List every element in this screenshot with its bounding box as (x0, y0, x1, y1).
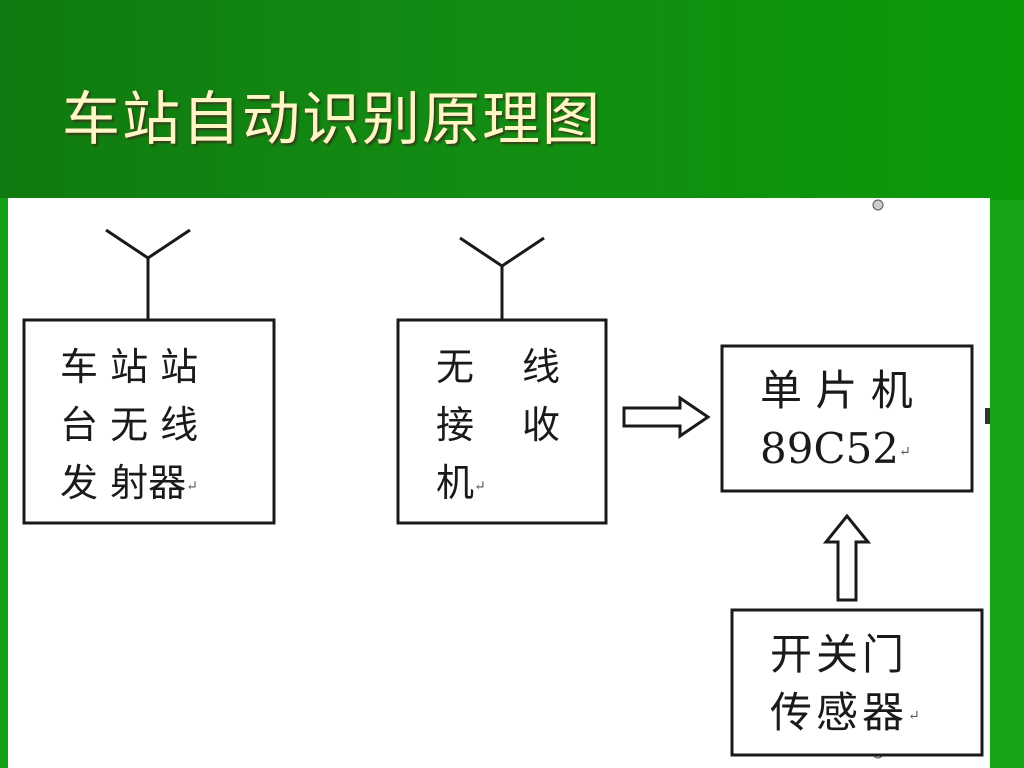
paragraph-mark-icon: ↵ (899, 444, 911, 460)
arrow-up-icon (822, 513, 872, 602)
selection-handle-right (985, 408, 990, 424)
sensor-line-2: 传感器↵ (770, 684, 924, 745)
paragraph-mark-icon: ↵ (908, 708, 924, 724)
sensor-block (730, 608, 984, 757)
receiver-block (396, 318, 608, 525)
background-left-bar (0, 198, 8, 768)
selection-handle-top (872, 199, 884, 211)
mcu-line-1: 单 片 机 (760, 366, 913, 415)
receiver-line-2: 接收 (436, 396, 596, 454)
arrow-right-icon (622, 395, 711, 439)
transmitter-line-3-text: 发 射器 (60, 461, 187, 505)
paragraph-mark-icon: ↵ (186, 478, 198, 495)
sensor-line-1: 开关门 (770, 630, 909, 679)
sensor-label: 开关门 传感器↵ (770, 626, 924, 745)
sensor-line-2-text: 传感器 (770, 688, 909, 737)
mcu-line-2: 89C52↵ (760, 420, 913, 481)
antenna-icon-receiver (459, 236, 545, 320)
receiver-line-1a: 无 (436, 345, 475, 389)
receiver-line-2b: 收 (522, 403, 561, 447)
receiver-line-3-text: 机 (436, 461, 475, 505)
background-strip (990, 200, 1024, 768)
receiver-line-1: 无线 (436, 338, 596, 396)
receiver-label: 无线 接收 机↵ (436, 338, 596, 516)
receiver-line-1b: 线 (522, 345, 561, 389)
mcu-label: 单 片 机 89C52↵ (760, 362, 913, 481)
transmitter-label: 车 站 站 台 无 线 发 射器↵ (60, 338, 198, 516)
transmitter-line-2: 台 无 线 (60, 403, 199, 447)
slide-title: 车站自动识别原理图 (62, 85, 603, 153)
diagram-canvas: 车 站 站 台 无 线 发 射器↵ 无线 接收 机↵ 单 片 机 89C52↵ … (8, 198, 990, 768)
paragraph-mark-icon: ↵ (474, 478, 486, 495)
transmitter-line-3: 发 射器↵ (60, 454, 198, 516)
diagram-svg (22, 199, 990, 759)
mcu-block (720, 344, 974, 493)
receiver-line-3: 机↵ (436, 454, 596, 516)
mcu-line-2-text: 89C52 (760, 424, 900, 473)
antenna-icon-transmitter (105, 228, 191, 320)
receiver-line-2a: 接 (436, 403, 475, 447)
transmitter-block (22, 318, 276, 525)
transmitter-line-1: 车 站 站 (60, 345, 199, 389)
